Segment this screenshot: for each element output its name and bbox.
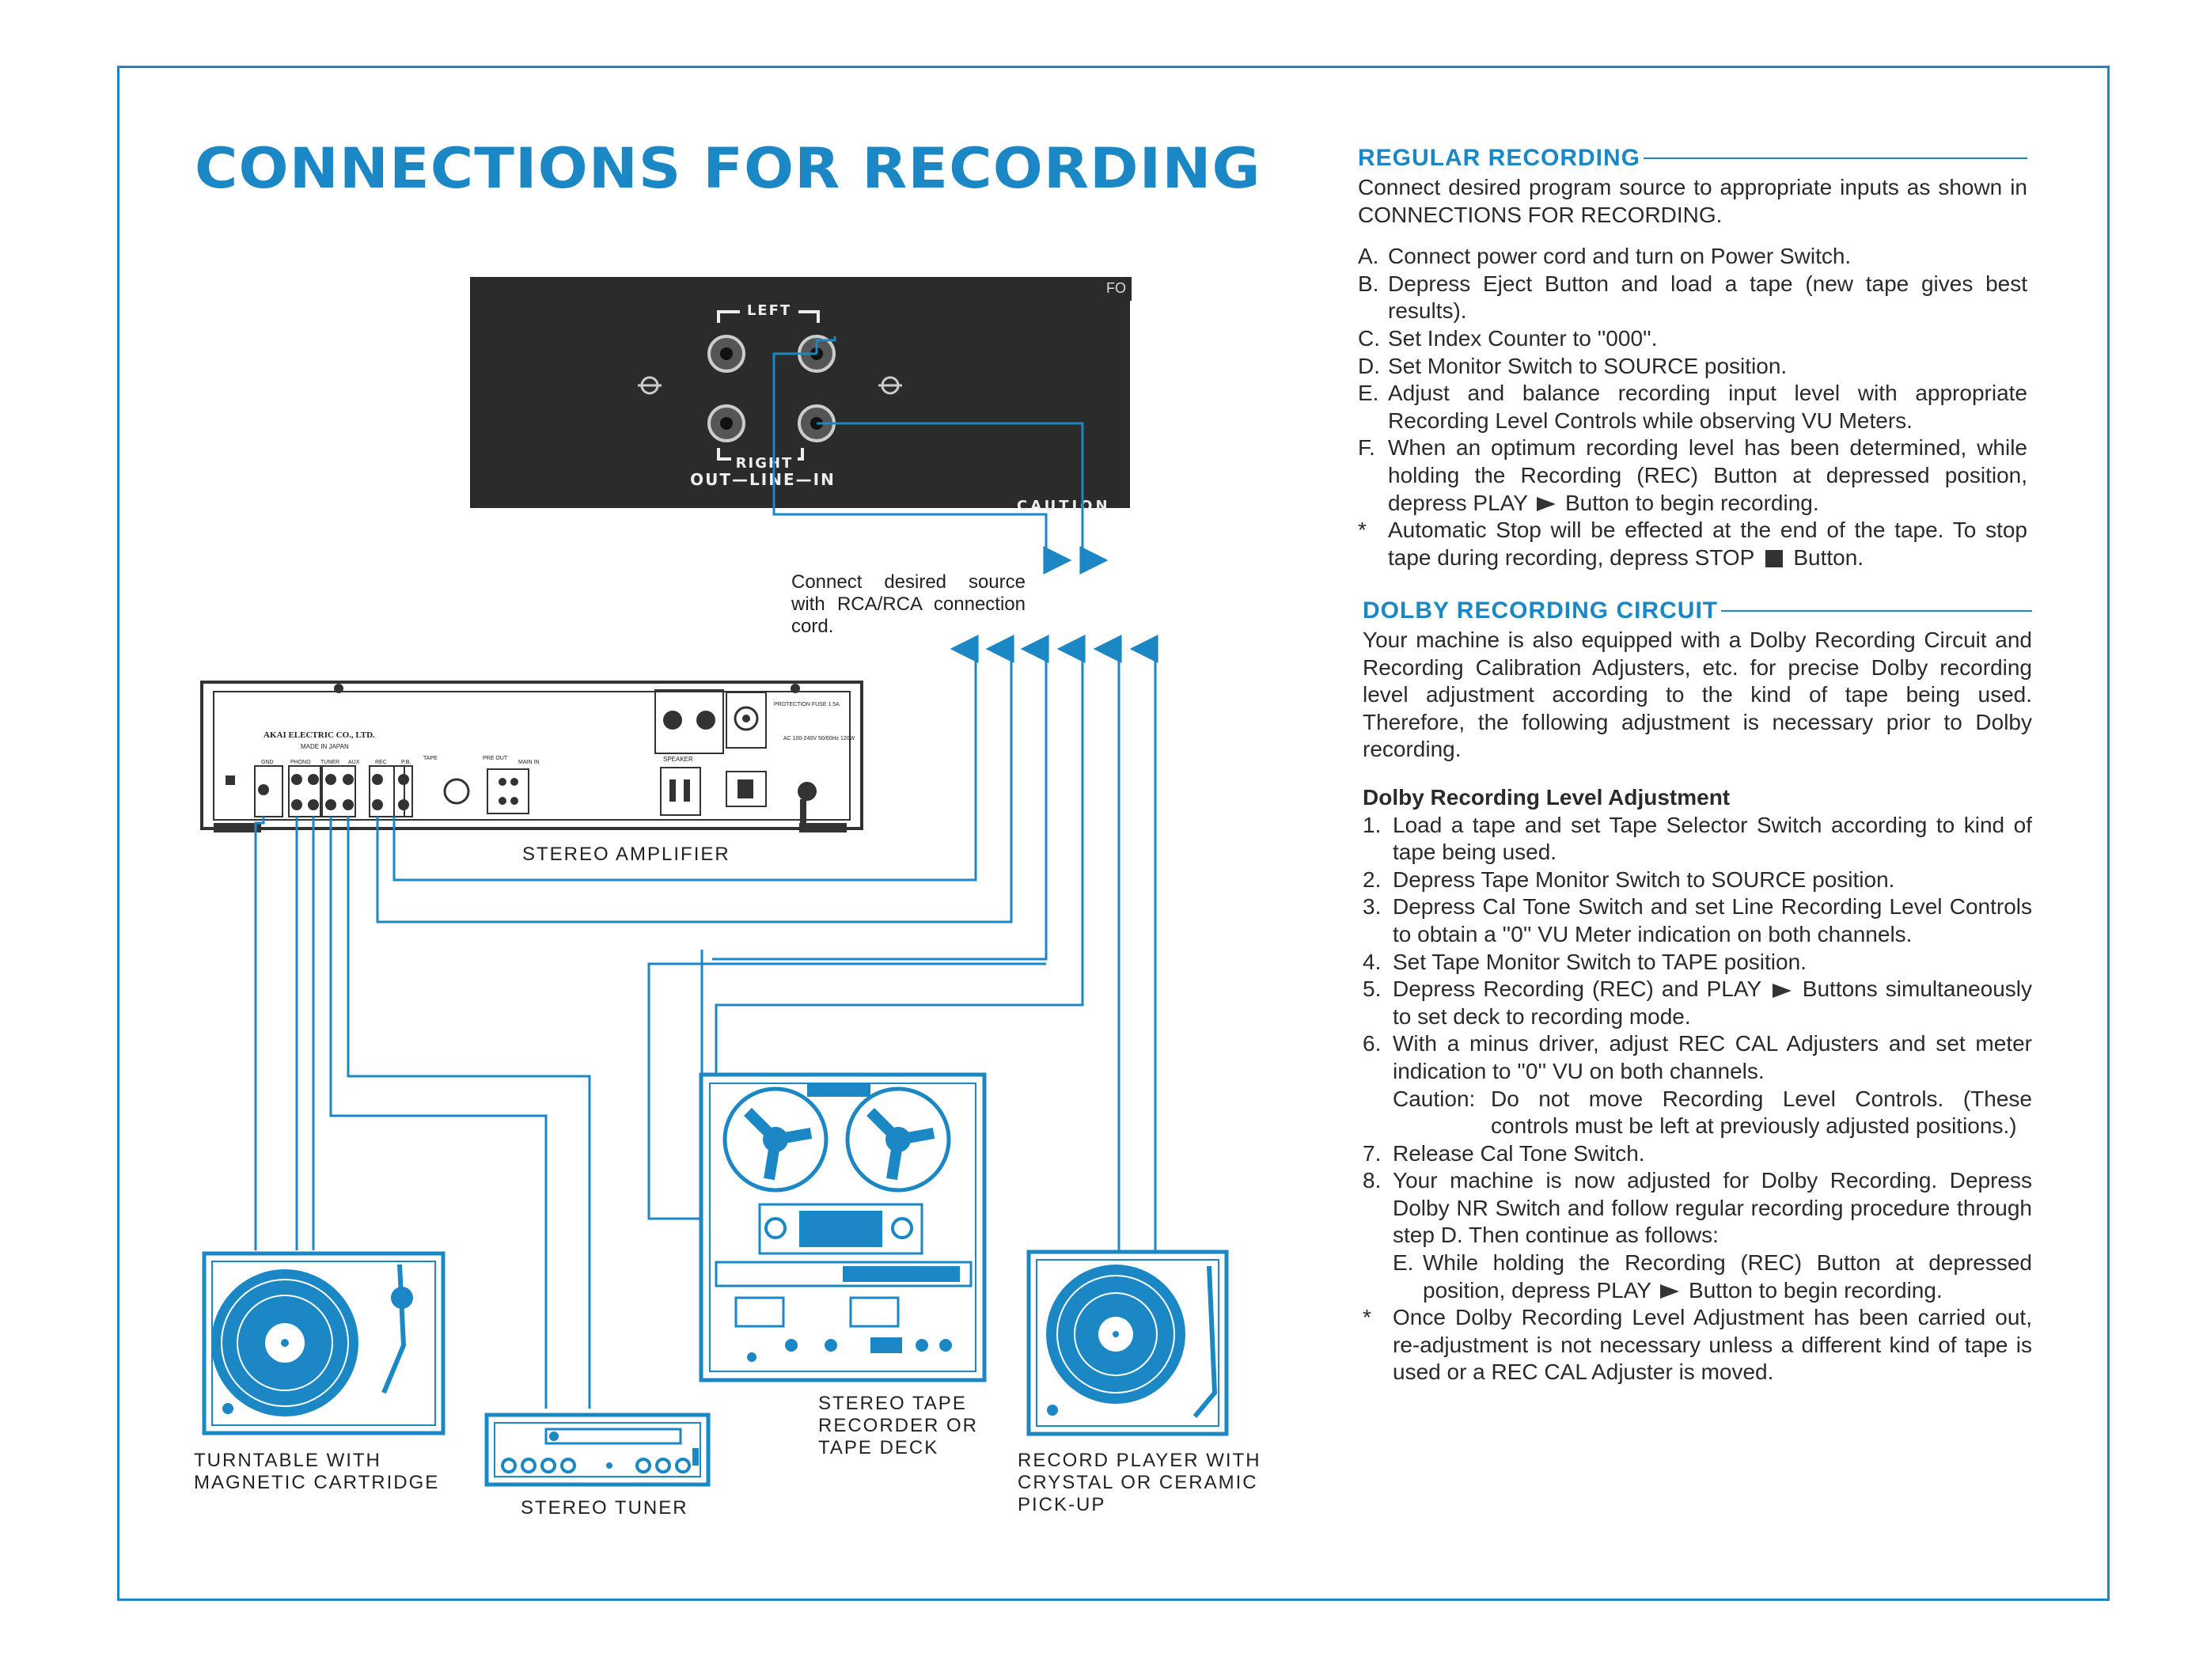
regular-recording-heading: REGULAR RECORDING: [1358, 142, 2027, 174]
amp-jack-label-pb: P.B.: [401, 760, 411, 765]
amp-jack-label-tape: TAPE: [423, 756, 438, 761]
turntable-label-line1: TURNTABLE WITH: [194, 1450, 381, 1471]
amp-jack-label-main-in: MAIN IN: [518, 760, 539, 765]
equipment-cables: [254, 635, 1158, 1409]
amp-jack-label-aux: AUX: [348, 760, 360, 765]
record-player-icon: [1026, 1250, 1229, 1436]
panel-jack-right-out[interactable]: [707, 404, 745, 442]
connect-note: Connect desired source with RCA/RCA conn…: [791, 571, 1026, 637]
regular-step-b: B.Depress Eject Button and load a tape (…: [1358, 271, 2027, 324]
dolby-step-7: 7.Release Cal Tone Switch.: [1363, 1140, 1645, 1166]
dolby-step-3: 3.Depress Cal Tone Switch and set Line R…: [1363, 894, 2032, 946]
dolby-step-4: 4.Set Tape Monitor Switch to TAPE positi…: [1363, 949, 1807, 974]
amplifier-label: STEREO AMPLIFIER: [522, 844, 730, 865]
tuner-icon: [484, 1413, 711, 1487]
panel-left-label: LEFT: [747, 302, 791, 319]
panel-out-line-in-label: OUT—LINE—IN: [690, 470, 836, 489]
play-icon: [1772, 983, 1792, 998]
amp-jacks: GND PHONO TUNER AUX REC P.B. TAPE PRE OU…: [254, 756, 539, 817]
amp-jack-label-phono: PHONO: [290, 760, 311, 765]
dolby-step-6: 6.With a minus driver, adjust REC CAL Ad…: [1363, 1031, 2032, 1083]
turntable-icon: [202, 1251, 446, 1435]
play-icon: [1660, 1284, 1680, 1299]
panel-caution-label: CAUTION: [1017, 498, 1111, 514]
dolby-step-2: 2.Depress Tape Monitor Switch to SOURCE …: [1363, 867, 1895, 892]
panel-edge-label: FO: [1106, 280, 1126, 296]
deck-cables: [772, 336, 1109, 575]
dolby-final-note: *Once Dolby Recording Level Adjustment h…: [1363, 1305, 2032, 1385]
panel-right-label: RIGHT: [736, 455, 794, 472]
page-title: CONNECTIONS FOR RECORDING: [195, 136, 1261, 201]
amp-ac-rating: AC 100-240V 50/60Hz 120W: [783, 736, 855, 741]
dolby-step-5: 5.Depress Recording (REC) and PLAY Butto…: [1363, 977, 2033, 1029]
dolby-step-8: 8.Your machine is now adjusted for Dolby…: [1363, 1168, 2032, 1248]
amp-maker: AKAI ELECTRIC CO., LTD.: [264, 730, 375, 740]
panel-screw-right: [878, 376, 902, 395]
tape-deck-icon: [699, 1072, 987, 1382]
amp-jack-label-tuner: TUNER: [320, 760, 339, 765]
regular-intro: Connect desired program source to approp…: [1358, 175, 2027, 227]
regular-step-f: F.When an optimum recording level has be…: [1358, 435, 2027, 515]
regular-step-d: D.Set Monitor Switch to SOURCE position.: [1358, 353, 1788, 378]
stop-icon: [1765, 550, 1783, 568]
dolby-heading: DOLBY RECORDING CIRCUIT: [1363, 595, 2032, 627]
panel-screw-left: [638, 376, 662, 395]
amp-protection-label: PROTECTION FUSE 1.5A: [774, 702, 840, 707]
tape-deck-label-line3: TAPE DECK: [818, 1437, 939, 1458]
tuner-label: STEREO TUNER: [521, 1497, 688, 1519]
regular-recording-section: REGULAR RECORDING Connect desired progra…: [1358, 142, 2027, 571]
record-player-label-line3: PICK-UP: [1018, 1494, 1106, 1515]
record-player-label-line2: CRYSTAL OR CERAMIC: [1018, 1472, 1258, 1493]
deck-rear-panel: FO LEFT RIGHT OUT—LINE—IN CAUTION: [470, 277, 1132, 514]
play-icon: [1537, 497, 1557, 512]
amp-jack-label-pre-out: PRE OUT: [483, 756, 508, 761]
regular-note: *Automatic Stop will be effected at the …: [1358, 518, 2027, 570]
regular-step-c: C.Set Index Counter to ''000''.: [1358, 325, 1658, 351]
dolby-subheading: Dolby Recording Level Adjustment: [1363, 784, 1731, 810]
tape-deck-label-line1: STEREO TAPE: [818, 1393, 967, 1414]
record-player-label-line1: RECORD PLAYER WITH: [1018, 1450, 1261, 1471]
turntable-label-line2: MAGNETIC CARTRIDGE: [194, 1472, 440, 1493]
dolby-caution: Caution:Do not move Recording Level Cont…: [1393, 1086, 2032, 1139]
amp-fuse-block: PROTECTION FUSE 1.5A AC 100-240V 50/60Hz…: [726, 692, 855, 831]
amp-speaker-label: SPEAKER: [663, 756, 693, 763]
amp-jack-label-rec: REC: [375, 760, 387, 765]
regular-step-e: E.Adjust and balance recording input lev…: [1358, 381, 2027, 433]
page-frame: [117, 66, 2110, 1601]
panel-jack-left-out[interactable]: [707, 335, 745, 373]
dolby-intro: Your machine is also equipped with a Dol…: [1363, 628, 2032, 762]
amp-made-in: MADE IN JAPAN: [301, 743, 349, 750]
dolby-section: DOLBY RECORDING CIRCUIT Your machine is …: [1363, 595, 2032, 1386]
dolby-step-1: 1.Load a tape and set Tape Selector Swit…: [1363, 812, 2032, 865]
regular-step-a: A.Connect power cord and turn on Power S…: [1358, 244, 1852, 269]
stereo-amplifier: AKAI ELECTRIC CO., LTD. MADE IN JAPAN GN…: [200, 681, 863, 832]
dolby-step-8e: E.While holding the Recording (REC) Butt…: [1393, 1250, 2032, 1303]
amp-speaker-block: SPEAKER: [654, 689, 724, 816]
amp-jack-label-gnd: GND: [261, 760, 274, 765]
tape-deck-label-line2: RECORDER OR: [818, 1415, 979, 1436]
